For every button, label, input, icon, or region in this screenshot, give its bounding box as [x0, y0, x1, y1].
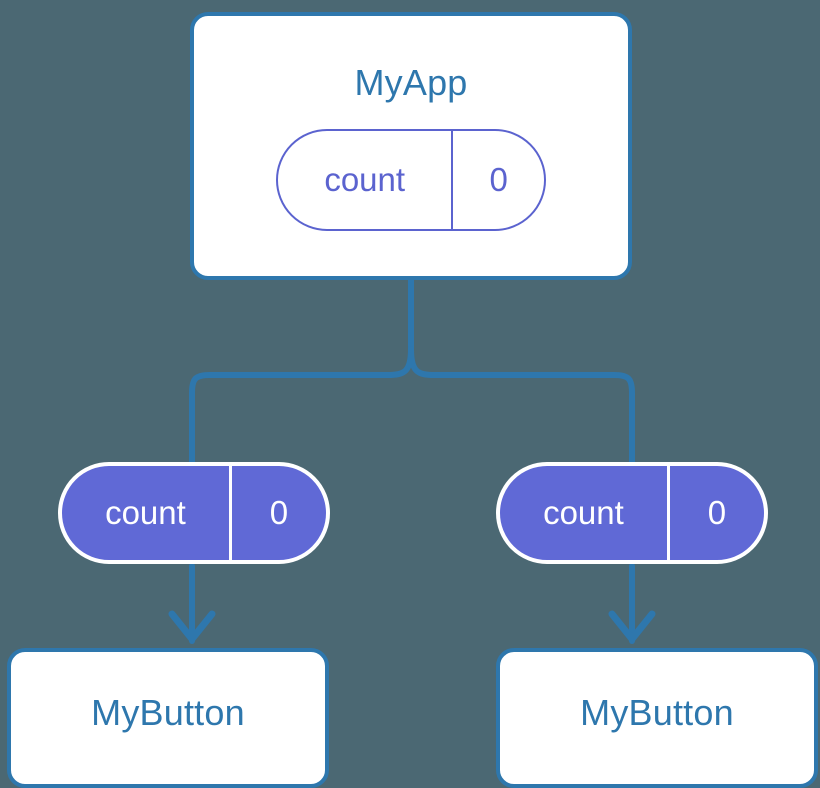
state-pill-key: count [324, 161, 406, 198]
component-title-mybutton: MyButton [580, 692, 734, 733]
props-pill-key: count [105, 494, 186, 531]
component-title-myapp: MyApp [354, 62, 468, 103]
arrow-head-right [608, 610, 656, 643]
arrow-head-left [168, 610, 216, 643]
state-pill-value: 0 [451, 131, 544, 229]
props-pill-right-count[interactable]: count 0 [496, 462, 768, 564]
props-pill-left-count[interactable]: count 0 [58, 462, 330, 564]
state-pill-myapp-count[interactable]: count 0 [276, 129, 546, 231]
connector-branch-left [189, 346, 414, 465]
props-pill-key: count [543, 494, 624, 531]
component-box-mybutton-right[interactable]: MyButton [496, 648, 818, 788]
props-pill-value: 0 [666, 466, 764, 560]
diagram-canvas: MyApp count 0 count 0 MyButton count 0 M… [7, 12, 818, 788]
connector-branch-right [408, 346, 635, 465]
component-box-myapp[interactable]: MyApp [190, 12, 632, 280]
component-title-mybutton: MyButton [91, 692, 245, 733]
props-pill-value: 0 [228, 466, 326, 560]
component-box-mybutton-left[interactable]: MyButton [7, 648, 329, 788]
